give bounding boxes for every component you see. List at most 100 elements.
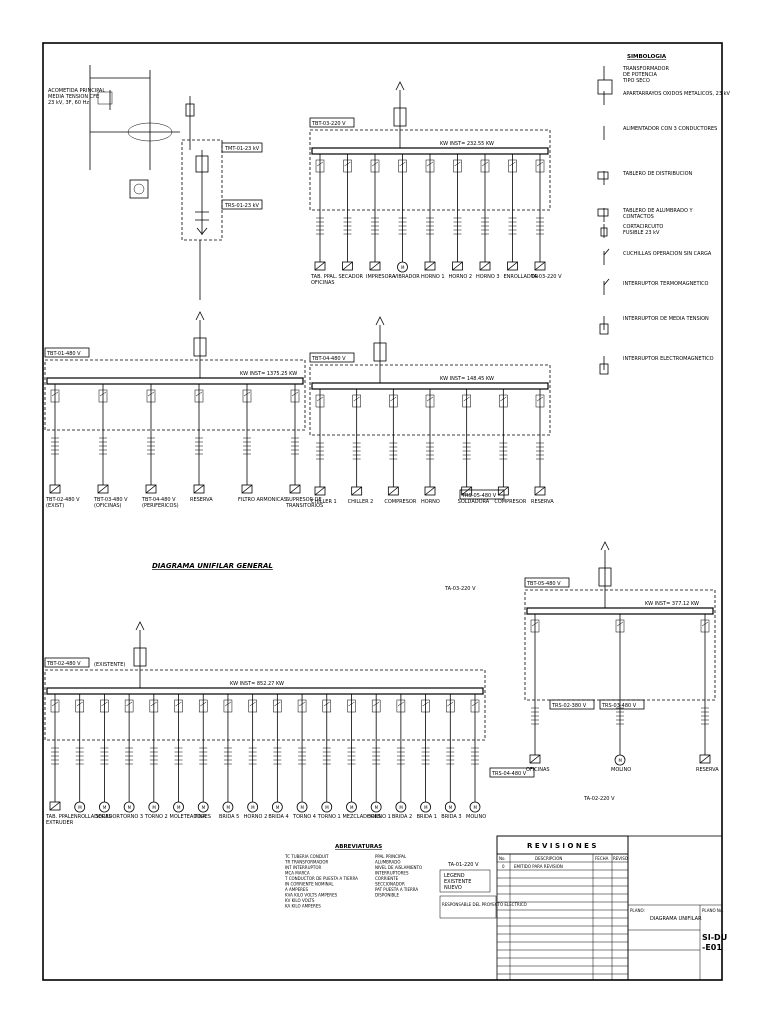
sheet-border [42, 42, 723, 981]
plan-number: SI-DU-E01 [702, 933, 727, 952]
feeder: FILTRO ARMONICAS [238, 384, 287, 503]
feeder-load-label: BRIDA 4 [268, 814, 288, 820]
legend-title: LEGEND [444, 873, 465, 879]
feeder: M TORNO 1 [317, 694, 341, 820]
symbol-item: INTERRUPTOR ELECTROMAGNETICO [599, 356, 714, 375]
panel-kw: KW INST= 377.12 KW [645, 601, 699, 607]
symbol-item: APARTARRAYOS OXIDOS METALICOS, 23 kV [603, 91, 731, 105]
rev-header-no: No. [499, 856, 506, 861]
abbrev-item: NIVEL DE AISLAMIENTO [375, 865, 422, 870]
symbol-label: APARTARRAYOS OXIDOS METALICOS, 23 kV [623, 91, 731, 97]
symbol-item: INTERRUPTOR TERMOMAGNETICO [603, 278, 708, 295]
feeder: HORNO 2 [449, 154, 473, 280]
feeder: ENROLLADOR [504, 154, 539, 280]
feeder-load-label: RESERVA [190, 497, 213, 503]
feeder: TA-03-220 V [530, 154, 562, 280]
feeder-load-label: ENROLLADORES [71, 814, 112, 820]
abbrev-item: SECCIONADOR [375, 882, 405, 887]
symbol-item: ALIMENTADOR CON 3 CONDUCTORES [603, 126, 717, 140]
feeder: M BRIDA 4 [268, 694, 289, 820]
feeder-load-label: TORNO 2 [144, 814, 168, 820]
feeder: TBT-04-480 V(PERIFERICOS) [141, 384, 179, 509]
abbrev-item: DISPONIBLE [375, 893, 400, 898]
feeder: SOLDADORA [458, 389, 490, 505]
abbrev-item: A AMPERES [285, 887, 308, 892]
feeder: IMPRESORA [366, 154, 396, 280]
symbol-label: TABLERO DE DISTRIBUCION [622, 171, 693, 177]
feeder: TBT-02-480 V(EXIST) [45, 384, 80, 509]
feeder-load-label: TBT-03-480 V(OFICINAS) [93, 497, 128, 509]
feeder-load-label: IMPRESORA [366, 274, 396, 280]
abbrev-item: KA KILO AMPERES [285, 904, 321, 909]
feeder-load-label: TBT-02-480 V(EXIST) [45, 497, 80, 509]
panel-kw: KW INST= 852.27 KW [230, 681, 284, 687]
feeder-load-label: BRIDA 1 [417, 814, 437, 820]
feeder-load-label: COMPRESOR [494, 499, 526, 505]
abbrev-item: TC TUBERIA CONDUIT [284, 854, 329, 859]
feeder: COMPRESOR [384, 389, 417, 505]
feeder-load-label: TORNO 1 [317, 814, 341, 820]
rev-header-check: REVISO [613, 856, 628, 861]
feeder-load-label: HORNO 2 [449, 274, 473, 280]
svg-text:M: M [78, 805, 82, 810]
project-responsible: RESPONSABLE DEL PROYECTO ELECTRICO [442, 902, 527, 907]
feeder-load-label: TINA [193, 814, 206, 820]
feeder-load-label: HORNO 2 [244, 814, 268, 820]
abbrev-item: IN CORRIENTE NOMINAL [285, 882, 334, 887]
feeder: HORNO [421, 389, 440, 505]
symbol-label: INTERRUPTOR DE MEDIA TENSION [623, 316, 709, 322]
transformer-trs-label: TRS-01-23 kV [224, 203, 260, 209]
feeder: SECADOR [339, 154, 364, 280]
transformer-tmt01: TMT-01-23 kV TRS-01-23 kV [181, 139, 263, 300]
svg-text:M: M [350, 805, 354, 810]
feeder: M BRIDA 5 [219, 694, 239, 820]
feeder: TBT-03-480 V(OFICINAS) [93, 384, 128, 509]
svg-text:M: M [177, 805, 181, 810]
rev-row-desc: EMITIDO PARA REVISION [514, 864, 563, 869]
svg-text:M: M [619, 758, 623, 763]
svg-text:M: M [128, 805, 132, 810]
abbrev-item: MCA MARCA [285, 871, 310, 876]
title-block: R E V I S I O N E S No. DESCRIPCION FECH… [496, 835, 727, 981]
feeder-load-label: HORNO 1 [421, 274, 445, 280]
svg-text:PLANO:: PLANO: [630, 908, 645, 913]
feeder: RESERVA [696, 614, 719, 773]
feeder-load-label: TBT-04-480 V(PERIFERICOS) [141, 497, 179, 509]
svg-text:M: M [226, 805, 230, 810]
feeder-load-label: OFICINAS [526, 767, 550, 773]
revisions-title: R E V I S I O N E S [527, 842, 596, 850]
svg-text:M: M [276, 805, 280, 810]
svg-text:M: M [325, 805, 329, 810]
svg-text:M: M [103, 805, 107, 810]
feeder-load-label: MOLINO [466, 814, 486, 820]
svg-text:M: M [399, 805, 403, 810]
abbrev-item: PAT PUESTA A TIERRA [375, 887, 418, 892]
symbol-label: INTERRUPTOR TERMOMAGNETICO [623, 281, 708, 287]
symbol-label: ALIMENTADOR CON 3 CONDUCTORES [623, 126, 717, 132]
feeder: RESERVA [531, 389, 554, 505]
sub-tbt04: TRS-05-480 V [461, 493, 497, 499]
feeder: HORNO 1 [421, 154, 445, 280]
svg-text:M: M [474, 805, 478, 810]
feeder-load-label: BRIDA 5 [219, 814, 239, 820]
abbrev-item: KV KILO VOLTS [285, 898, 315, 903]
abbrev-title: ABREVIATURAS [335, 844, 382, 850]
plan-label: PLANO No. [702, 908, 724, 913]
feeder-load-label: RESERVA [696, 767, 719, 773]
feeder-load-label: ENROLLADOR [504, 274, 539, 280]
